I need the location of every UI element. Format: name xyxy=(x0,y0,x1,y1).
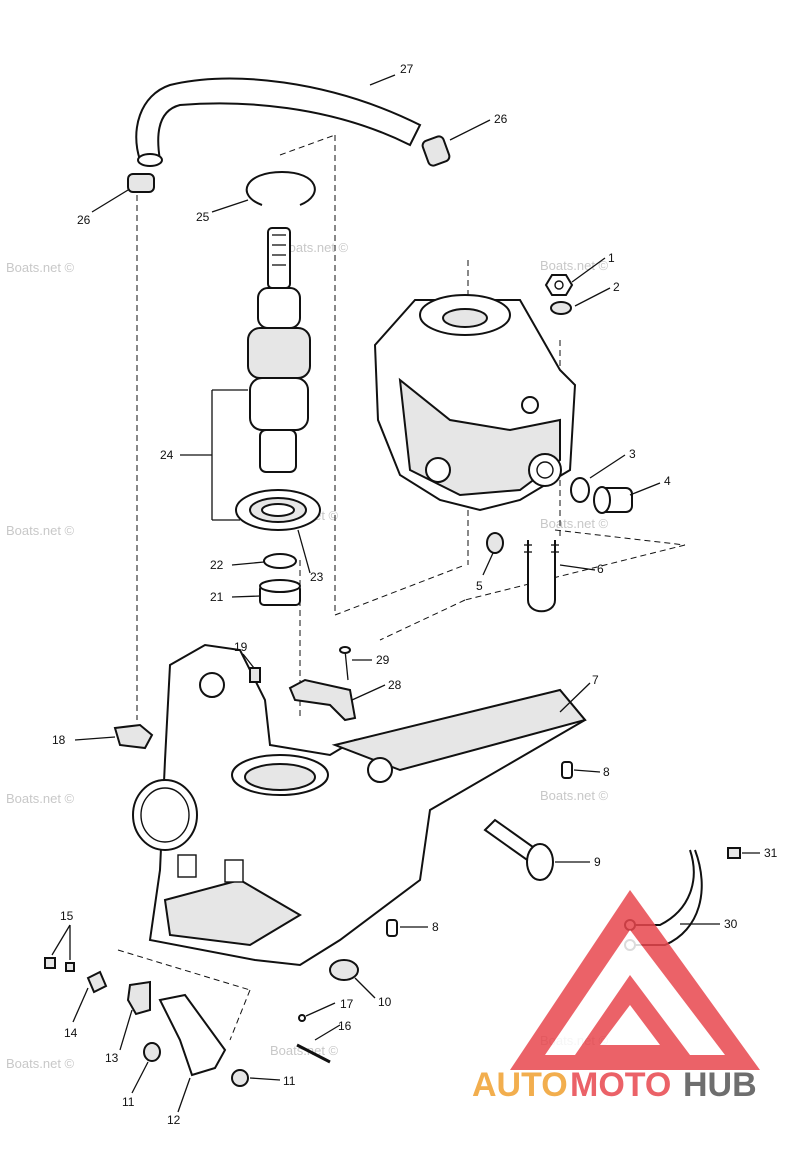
callout-12: 12 xyxy=(167,1113,181,1127)
callout-16: 16 xyxy=(338,1019,352,1033)
pin-part-16 xyxy=(296,1043,331,1064)
callout-24: 24 xyxy=(160,448,174,462)
logo-text-moto: MOTO xyxy=(570,1066,671,1104)
callout-27: 27 xyxy=(400,62,414,76)
callout-26: 26 xyxy=(494,112,508,126)
callout-2: 2 xyxy=(613,280,620,294)
bushing-part-11 xyxy=(143,1042,161,1062)
watermark: Boats.net © xyxy=(6,791,75,806)
callout-11: 11 xyxy=(283,1074,296,1088)
callout-4: 4 xyxy=(664,474,671,488)
callout-10: 10 xyxy=(378,995,392,1009)
watermark: Boats.net © xyxy=(540,258,609,273)
bracket-part-28 xyxy=(288,678,357,722)
callout-28: 28 xyxy=(388,678,402,692)
callout-29: 29 xyxy=(376,653,390,667)
callout-17: 17 xyxy=(340,997,354,1011)
bushing-part-21 xyxy=(259,579,301,606)
fitting-part-19 xyxy=(249,667,261,683)
watermark: Boats.net © xyxy=(540,788,609,803)
watermark: Boats.net © xyxy=(6,523,75,538)
washer-part-5 xyxy=(486,532,504,554)
watermark: Boats.net © xyxy=(270,1043,339,1058)
retaining-ring-part-25 xyxy=(245,170,316,206)
callout-31: 31 xyxy=(764,846,778,860)
bushing-part-10 xyxy=(329,959,359,981)
logo-text-auto: AUTO xyxy=(472,1066,568,1104)
hose-part-27 xyxy=(135,77,422,167)
bearing-part-23 xyxy=(235,489,321,531)
pivot-pin-part-4 xyxy=(593,486,633,514)
callout-1: 1 xyxy=(608,251,615,265)
screw-part-15 xyxy=(44,957,56,969)
callout-labels: 27 26 26 25 1 2 3 4 5 6 24 22 23 21 19 2… xyxy=(52,62,778,1127)
universal-joint-part-24 xyxy=(247,227,311,473)
o-ring-part-22 xyxy=(263,553,297,569)
washer-part-2 xyxy=(550,301,572,315)
callout-13: 13 xyxy=(105,1051,119,1065)
pin-part-8 xyxy=(561,761,573,779)
callout-6: 6 xyxy=(597,562,604,576)
callout-5: 5 xyxy=(476,579,483,593)
callout-18: 18 xyxy=(52,733,66,747)
callout-15: 15 xyxy=(60,909,74,923)
elbow-fitting-part-18 xyxy=(113,723,154,750)
callout-7: 7 xyxy=(592,673,599,687)
watermark: Boats.net © xyxy=(280,240,349,255)
watermark: Boats.net © xyxy=(540,516,609,531)
bushing-part-11 xyxy=(231,1069,249,1087)
screw-part-15 xyxy=(65,962,75,972)
callout-3: 3 xyxy=(629,447,636,461)
pivot-pin-part-9 xyxy=(483,818,554,881)
hose-clamp-part-26 xyxy=(127,135,451,193)
logo-text-hub: HUB xyxy=(683,1066,757,1104)
callout-21: 21 xyxy=(210,590,224,604)
callout-9: 9 xyxy=(594,855,601,869)
lever-part-12 xyxy=(158,993,227,1077)
u-bolt-part-6 xyxy=(524,540,559,613)
screw-part-29 xyxy=(339,646,351,681)
callout-11: 11 xyxy=(122,1095,135,1109)
automotohub-logo: AUTO MOTO HUB xyxy=(472,890,760,1104)
cotter-pin-part-17 xyxy=(298,1014,306,1022)
callout-26: 26 xyxy=(77,213,91,227)
callout-22: 22 xyxy=(210,558,224,572)
gimbal-housing xyxy=(373,294,577,512)
nut-part-1 xyxy=(544,274,574,296)
transom-plate-housing xyxy=(132,643,587,967)
washer-part-3 xyxy=(570,477,590,503)
callout-14: 14 xyxy=(64,1026,78,1040)
bracket-part-13 xyxy=(126,980,151,1016)
callout-30: 30 xyxy=(724,917,738,931)
fitting-part-14 xyxy=(86,970,108,994)
watermark: Boats.net © xyxy=(6,1056,75,1071)
callout-19: 19 xyxy=(234,640,248,654)
callout-8: 8 xyxy=(432,920,439,934)
pin-part-8 xyxy=(386,919,398,937)
leader-lines xyxy=(51,74,760,1113)
watermark: Boats.net © xyxy=(6,260,75,275)
callout-8: 8 xyxy=(603,765,610,779)
callout-25: 25 xyxy=(196,210,210,224)
screw-part-31 xyxy=(727,847,741,859)
callout-23: 23 xyxy=(310,570,324,584)
